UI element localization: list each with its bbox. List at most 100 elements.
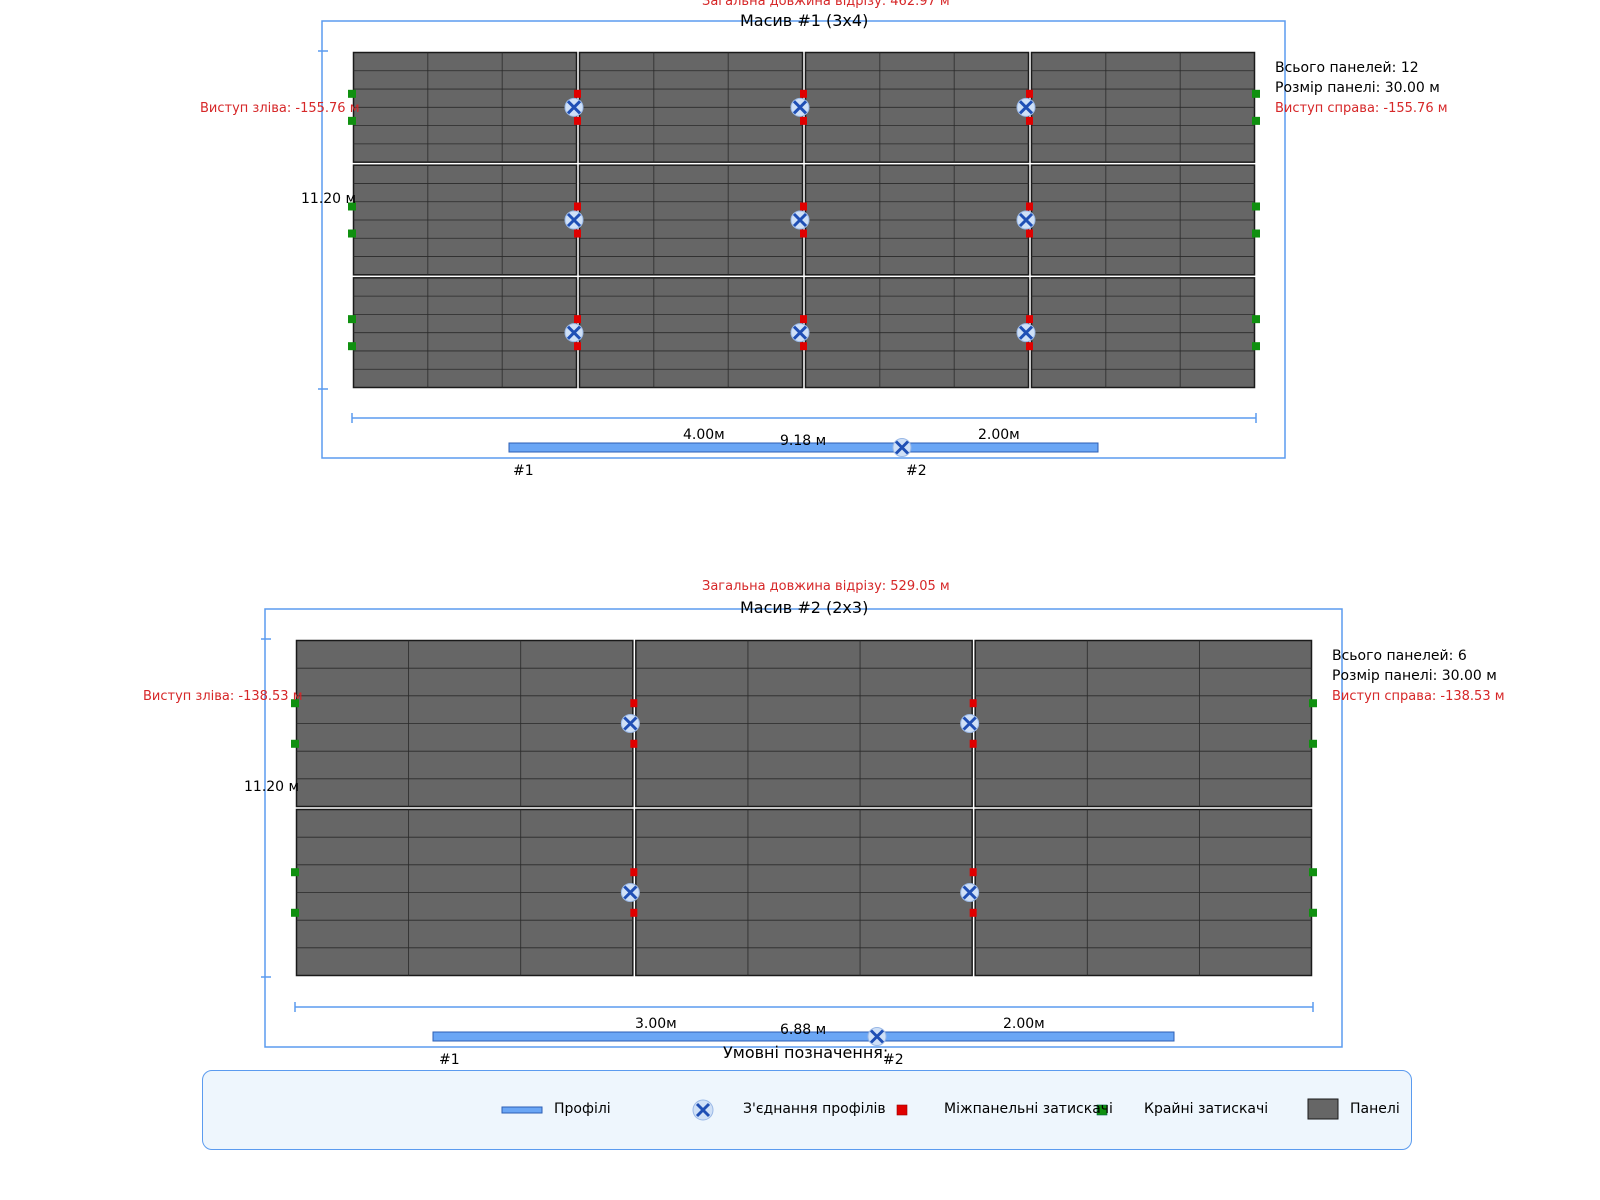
solar-panel — [974, 808, 1313, 977]
end-clamp — [291, 908, 299, 917]
end-clamp — [1309, 908, 1317, 917]
legend-label-joints: З'єднання профілів — [743, 1101, 886, 1117]
solar-panel — [974, 639, 1313, 808]
profile-bar-1 — [508, 442, 903, 453]
solar-panel — [804, 164, 1030, 276]
end-clamp — [1309, 868, 1317, 877]
end-clamp — [1252, 89, 1260, 98]
end-clamp — [1252, 202, 1260, 211]
mid-clamp — [574, 202, 581, 211]
mid-clamp — [800, 229, 807, 238]
solar-panel — [578, 164, 804, 276]
array-2-profile-2-length: 2.00м — [1003, 1016, 1045, 1032]
mid-clamp — [574, 342, 581, 351]
solar-panel — [635, 639, 973, 808]
end-clamp — [348, 89, 356, 98]
mid-clamp — [800, 315, 807, 324]
legend-label-end-clamps: Крайні затискачі — [1144, 1101, 1269, 1117]
array-2-profile-1-number: #1 — [439, 1052, 460, 1068]
array-1-panel-size: Розмір панелі: 30.00 м — [1275, 80, 1440, 96]
solar-panel — [295, 808, 634, 977]
mid-clamp — [630, 699, 638, 708]
array-2-cut-length: Загальна довжина відрізу: 529.05 м — [702, 579, 950, 594]
solar-panel — [578, 277, 804, 389]
mid-clamp-icon — [896, 1104, 908, 1116]
array-1-profile-2-length: 2.00м — [978, 427, 1020, 443]
mid-clamp — [630, 868, 638, 877]
profile-joint — [790, 97, 810, 117]
profile-joint — [1016, 210, 1036, 230]
profile-bar-2 — [876, 1031, 1175, 1042]
mid-clamp — [1026, 342, 1033, 351]
end-clamp — [1252, 342, 1260, 351]
end-clamp — [348, 116, 356, 125]
array-frame — [264, 608, 1343, 1048]
profile-joint — [1016, 323, 1036, 343]
legend-title: Умовні позначення: — [723, 1043, 889, 1062]
profile-bar-joint — [867, 1027, 887, 1046]
profile-joint — [564, 323, 584, 343]
array-2-profile-2-number: #2 — [883, 1052, 904, 1068]
end-clamp — [291, 699, 299, 708]
end-clamp — [291, 868, 299, 877]
array-1-total-panels: Всього панелей: 12 — [1275, 60, 1419, 76]
mid-clamp — [969, 739, 977, 748]
end-clamp — [348, 342, 356, 351]
array-1-overhang-right: Виступ справа: -155.76 м — [1275, 101, 1448, 116]
end-clamp — [348, 202, 356, 211]
mid-clamp — [800, 202, 807, 211]
array-2-total-panels: Всього панелей: 6 — [1332, 648, 1467, 664]
solar-panel — [804, 277, 1030, 389]
mid-clamp — [574, 315, 581, 324]
legend-label-mid-clamps: Міжпанельні затискачі — [944, 1101, 1113, 1117]
profile-joint — [790, 210, 810, 230]
mid-clamp — [1026, 89, 1033, 98]
mid-clamp — [574, 89, 581, 98]
solar-panel — [804, 51, 1030, 163]
panel-icon — [1307, 1098, 1339, 1120]
mid-clamp — [630, 908, 638, 917]
profile-joint — [960, 883, 980, 902]
profile-joint — [620, 883, 640, 902]
array-2-profile-1-length: 3.00м — [635, 1016, 677, 1032]
mid-clamp — [969, 868, 977, 877]
array-2-overhang-right: Виступ справа: -138.53 м — [1332, 689, 1505, 704]
profile-bar-2 — [901, 442, 1099, 453]
profile-joint — [564, 97, 584, 117]
solar-panel — [635, 808, 973, 977]
array-2-overhang-left: Виступ зліва: -138.53 м — [143, 689, 303, 704]
solar-panel — [295, 639, 634, 808]
array-2-height-label: 11.20 м — [244, 779, 300, 795]
mid-clamp — [1026, 315, 1033, 324]
profile-joint-icon — [692, 1099, 714, 1121]
mid-clamp — [1026, 202, 1033, 211]
mid-clamp — [574, 116, 581, 125]
end-clamp — [291, 739, 299, 748]
array-1-profile-2-number: #2 — [906, 463, 927, 479]
profile-joint — [620, 714, 640, 733]
solar-panel — [578, 51, 804, 163]
array-1-profile-1-number: #1 — [513, 463, 534, 479]
solar-panel — [352, 51, 578, 163]
legend-label-panels: Панелі — [1350, 1101, 1400, 1117]
array-1-overhang-left: Виступ зліва: -155.76 м — [200, 101, 360, 116]
array-2-panel-size: Розмір панелі: 30.00 м — [1332, 668, 1497, 684]
profile-joint — [790, 323, 810, 343]
solar-panel — [1030, 277, 1256, 389]
mid-clamp — [800, 342, 807, 351]
mid-clamp — [1026, 229, 1033, 238]
end-clamp — [1252, 315, 1260, 324]
mid-clamp — [969, 699, 977, 708]
mid-clamp — [1026, 116, 1033, 125]
solar-panel — [352, 164, 578, 276]
solar-panel — [1030, 164, 1256, 276]
array-1-cut-length: Загальна довжина відрізу: 462.97 м — [702, 0, 950, 9]
array-1-height-label: 11.20 м — [301, 191, 357, 207]
end-clamp — [1252, 229, 1260, 238]
array-1-width-label: 9.18 м — [780, 433, 827, 449]
end-clamp — [348, 315, 356, 324]
solar-panel — [1030, 51, 1256, 163]
mid-clamp — [800, 89, 807, 98]
profile-bar-icon — [501, 1106, 543, 1114]
